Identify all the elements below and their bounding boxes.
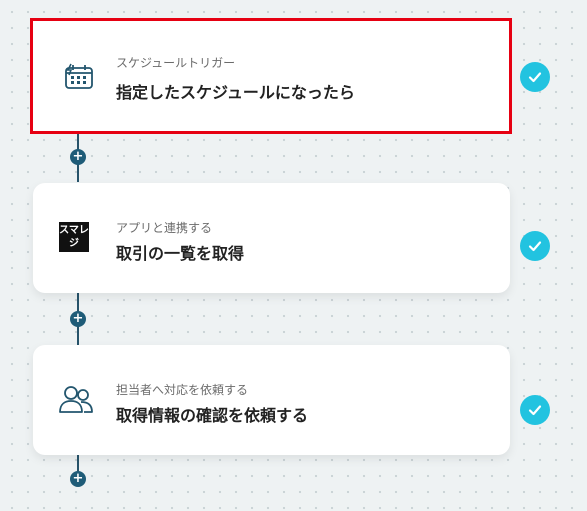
add-step-button[interactable]: + bbox=[70, 471, 86, 487]
step-card-schedule-trigger[interactable]: スケジュールトリガー 指定したスケジュールになったら bbox=[30, 18, 512, 134]
smaregi-logo: スマレジ bbox=[57, 220, 91, 254]
step-subtitle: スケジュールトリガー bbox=[116, 56, 236, 70]
calendar-schedule-icon bbox=[62, 60, 96, 94]
add-step-button[interactable]: + bbox=[70, 149, 86, 165]
smaregi-logo-text: スマレジ bbox=[59, 222, 89, 252]
check-icon bbox=[520, 62, 550, 92]
check-icon bbox=[520, 395, 550, 425]
check-icon bbox=[520, 231, 550, 261]
step-card-app-integration[interactable]: スマレジ アプリと連携する 取引の一覧を取得 bbox=[33, 183, 510, 293]
step-subtitle: 担当者へ対応を依頼する bbox=[116, 383, 249, 397]
add-step-button[interactable]: + bbox=[70, 311, 86, 327]
step-title: 取引の一覧を取得 bbox=[116, 244, 245, 263]
users-icon bbox=[57, 382, 93, 416]
step-title: 取得情報の確認を依頼する bbox=[116, 406, 309, 425]
step-title: 指定したスケジュールになったら bbox=[116, 83, 355, 102]
step-card-request-assignee[interactable]: 担当者へ対応を依頼する 取得情報の確認を依頼する bbox=[33, 345, 510, 455]
connector-line bbox=[77, 455, 79, 485]
step-subtitle: アプリと連携する bbox=[116, 221, 213, 235]
